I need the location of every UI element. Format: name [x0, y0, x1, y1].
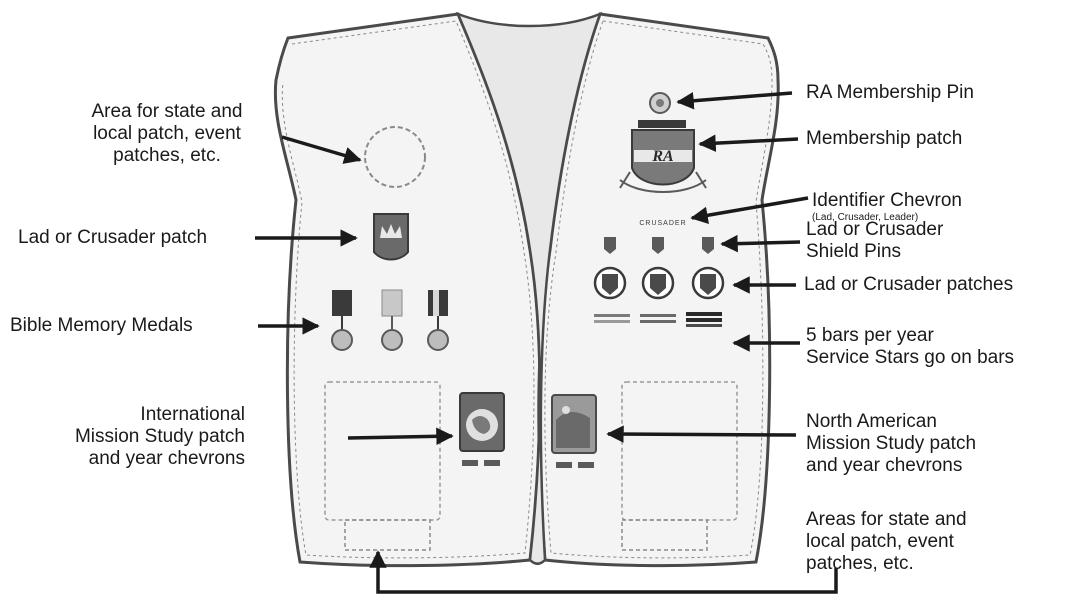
label-service-bars: 5 bars per year Service Stars go on bars: [806, 325, 1015, 368]
north-american-mission-patch: [551, 394, 597, 468]
shield-pins: [604, 237, 714, 254]
arrow-shield-pins: [720, 234, 801, 253]
vest-back-collar: [455, 11, 603, 565]
label-lad-crusader-patch: Lad or Crusader patch: [18, 227, 208, 248]
label-state-local-right: Areas for state and local patch, event p…: [806, 509, 967, 574]
identifier-chevron-subtitle: (Lad, Crusader, Leader): [812, 212, 919, 223]
bible-memory-medals: [331, 289, 449, 351]
lad-crusader-crown-patch: [373, 213, 409, 261]
arrow-membership-patch: [698, 134, 799, 152]
label-membership-patch: Membership patch: [806, 128, 963, 149]
label-identifier-chevron: Identifier Chevron (Lad, Crusader, Leade…: [812, 168, 1052, 246]
crest-ra-letters: RA: [651, 148, 674, 165]
crusader-chevron-text: CRUSADER: [639, 220, 686, 227]
arrow-ra-pin: [676, 91, 793, 110]
arrow-state-local: [281, 135, 362, 164]
label-ra-pin: RA Membership Pin: [806, 82, 974, 103]
right-bottom-patch-area: [621, 519, 708, 551]
ra-membership-pin: [649, 92, 671, 114]
label-state-local-left: Area for state and local patch, event pa…: [91, 101, 243, 166]
crusader-round-patches: [593, 266, 725, 300]
label-international-mission: International Mission Study patch and ye…: [74, 404, 245, 469]
state-local-patch-area: [364, 126, 426, 188]
label-crusader-patches: Lad or Crusader patches: [804, 274, 1014, 295]
label-shield-pins: Lad or Crusader Shield Pins: [806, 219, 944, 262]
left-bottom-patch-area: [344, 519, 431, 551]
label-bible-memory-medals: Bible Memory Medals: [10, 315, 193, 336]
membership-patch-crest: RA CRUSADER: [619, 120, 707, 227]
label-north-american-mission: North American Mission Study patch and y…: [806, 411, 977, 476]
arrow-international-mission: [347, 427, 454, 446]
arrow-bottom-connector: [369, 550, 838, 594]
callout-arrows: [255, 91, 838, 594]
identifier-chevron-title: Identifier Chevron: [812, 190, 962, 211]
arrow-north-american-mission: [606, 425, 797, 443]
arrow-identifier-chevron: [690, 196, 809, 224]
international-mission-patch: [459, 392, 505, 466]
service-bars: [594, 312, 722, 327]
